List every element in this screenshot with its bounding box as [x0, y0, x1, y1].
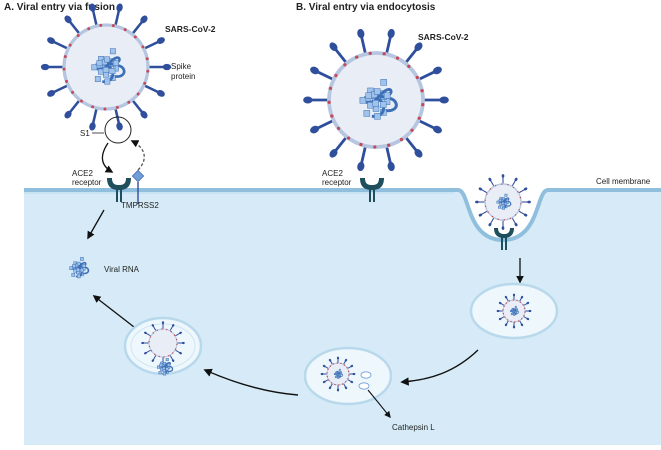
rna-strand	[156, 358, 174, 376]
fusion-virus-label: SARS-CoV-2	[165, 24, 216, 34]
tmprss2-icon	[131, 169, 145, 204]
s1-label: S1	[80, 129, 90, 138]
cathepsin-label: Cathepsin L	[392, 423, 435, 432]
rna-strand	[496, 193, 512, 210]
s1-highlight-circle	[104, 116, 132, 144]
ace2-label-a-line1: ACE2	[72, 169, 93, 178]
released-rna-icon	[156, 358, 174, 376]
ace2-label-b-line1: ACE2	[322, 169, 343, 178]
fusion-title: A. Viral entry via fusion	[4, 2, 115, 13]
spike-label-line2: protein	[171, 72, 195, 81]
endosomal-virus-icon	[496, 293, 532, 329]
cytoplasm	[24, 190, 661, 445]
viral-rna-icon	[69, 257, 90, 279]
rna-strand	[509, 305, 520, 316]
spike-label-line1: Spike	[171, 62, 192, 71]
fusion-to-rna-arrow	[92, 295, 135, 328]
ace2-receptor-icon-endocytosis	[360, 178, 384, 202]
binding-arrow	[101, 142, 114, 173]
invaginating-virus-icon	[475, 174, 531, 230]
virus-icon	[40, 3, 172, 131]
viral-rna-label: Viral RNA	[104, 265, 140, 274]
rna-strand	[333, 368, 344, 379]
tmprss2-label: TMPRSS2	[121, 201, 159, 210]
ace2-receptor-pit-icon	[494, 228, 514, 250]
rna-release-arrow	[87, 209, 105, 240]
cathepsin-pointer	[367, 389, 391, 419]
rna-strand	[91, 48, 126, 85]
ace2-label-b-line2: receptor	[322, 178, 352, 187]
maturation-arrow	[400, 349, 479, 386]
endocytosis-title: B. Viral entry via endocytosis	[296, 2, 436, 13]
ace2-label-a-line2: receptor	[72, 178, 102, 187]
cell-membrane-label: Cell membrane	[596, 177, 651, 186]
late-endosomal-virus-icon	[320, 356, 356, 392]
virus-icon-endocytosis	[303, 28, 449, 172]
cleavage-arrow-dashed	[130, 140, 145, 171]
endocytosis-virus-label: SARS-CoV-2	[418, 32, 469, 42]
membrane-fusion-arrow	[203, 368, 299, 396]
fusing-virus-icon	[141, 321, 185, 365]
rna-strand	[359, 79, 398, 120]
ace2-receptor-icon	[107, 178, 131, 202]
rna-strand	[69, 257, 90, 279]
